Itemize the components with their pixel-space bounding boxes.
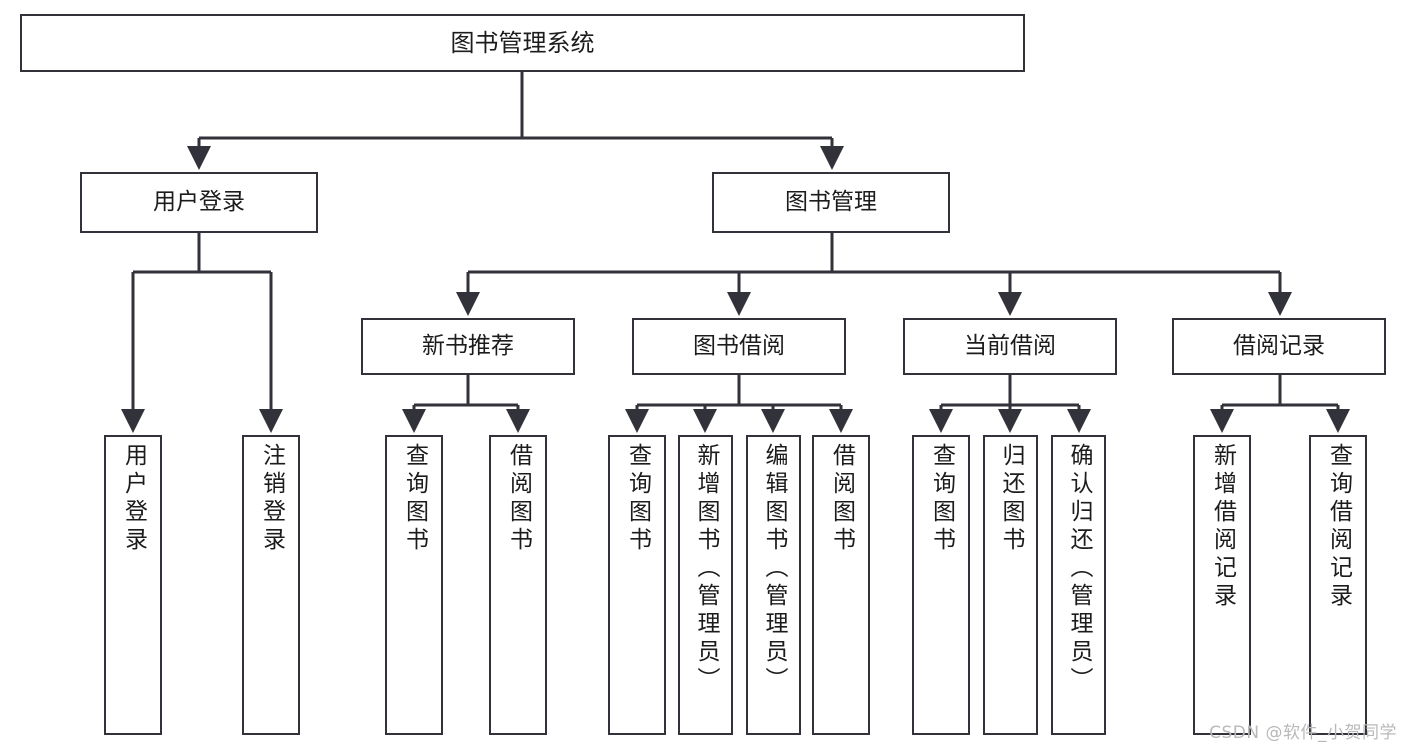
node-leaf-query-record-label: 查询借阅记录 bbox=[1325, 443, 1352, 611]
node-new-book-recommend[interactable]: 新书推荐 bbox=[361, 318, 575, 375]
csdn-watermark: CSDN @软件_小贺同学 bbox=[1209, 723, 1397, 743]
node-leaf-confirm-return-label: 确认归还（管理员） bbox=[1066, 443, 1092, 695]
node-leaf-edit-book-label: 编辑图书（管理员） bbox=[761, 443, 787, 695]
node-leaf-add-record[interactable]: 新增借阅记录 bbox=[1193, 435, 1251, 735]
node-leaf-add-record-label: 新增借阅记录 bbox=[1209, 443, 1236, 611]
node-book-borrow[interactable]: 图书借阅 bbox=[632, 318, 846, 375]
node-user-login[interactable]: 用户登录 bbox=[80, 172, 318, 233]
node-leaf-borrow-book-2-label: 借阅图书 bbox=[828, 443, 855, 555]
node-leaf-user-logout-label: 注销登录 bbox=[258, 443, 285, 555]
node-book-manage-label: 图书管理 bbox=[785, 188, 877, 215]
node-leaf-borrow-book-1[interactable]: 借阅图书 bbox=[489, 435, 547, 735]
node-leaf-query-book-2-label: 查询图书 bbox=[624, 443, 651, 555]
node-leaf-borrow-book-2[interactable]: 借阅图书 bbox=[812, 435, 870, 735]
node-leaf-edit-book[interactable]: 编辑图书（管理员） bbox=[746, 435, 801, 735]
node-leaf-query-book-1-label: 查询图书 bbox=[401, 443, 428, 555]
node-leaf-user-login-label: 用户登录 bbox=[120, 443, 147, 555]
node-book-manage[interactable]: 图书管理 bbox=[712, 172, 950, 233]
node-borrow-record[interactable]: 借阅记录 bbox=[1172, 318, 1386, 375]
node-leaf-query-book-1[interactable]: 查询图书 bbox=[385, 435, 443, 735]
node-root-label: 图书管理系统 bbox=[450, 28, 595, 57]
node-leaf-confirm-return[interactable]: 确认归还（管理员） bbox=[1051, 435, 1106, 735]
node-leaf-query-book-3[interactable]: 查询图书 bbox=[912, 435, 970, 735]
node-borrow-record-label: 借阅记录 bbox=[1233, 332, 1325, 359]
node-leaf-user-logout[interactable]: 注销登录 bbox=[242, 435, 300, 735]
node-user-login-label: 用户登录 bbox=[153, 188, 245, 215]
node-leaf-return-book-label: 归还图书 bbox=[998, 443, 1024, 555]
node-leaf-add-book[interactable]: 新增图书（管理员） bbox=[678, 435, 733, 735]
node-leaf-add-book-label: 新增图书（管理员） bbox=[693, 443, 719, 695]
node-leaf-return-book[interactable]: 归还图书 bbox=[983, 435, 1038, 735]
node-leaf-query-record[interactable]: 查询借阅记录 bbox=[1309, 435, 1367, 735]
node-leaf-query-book-2[interactable]: 查询图书 bbox=[608, 435, 666, 735]
node-new-book-recommend-label: 新书推荐 bbox=[422, 332, 514, 359]
node-leaf-borrow-book-1-label: 借阅图书 bbox=[505, 443, 532, 555]
node-current-borrow-label: 当前借阅 bbox=[964, 332, 1056, 359]
node-book-borrow-label: 图书借阅 bbox=[693, 332, 785, 359]
node-root[interactable]: 图书管理系统 bbox=[20, 14, 1025, 72]
node-current-borrow[interactable]: 当前借阅 bbox=[903, 318, 1117, 375]
node-leaf-user-login[interactable]: 用户登录 bbox=[104, 435, 162, 735]
node-leaf-query-book-3-label: 查询图书 bbox=[928, 443, 955, 555]
